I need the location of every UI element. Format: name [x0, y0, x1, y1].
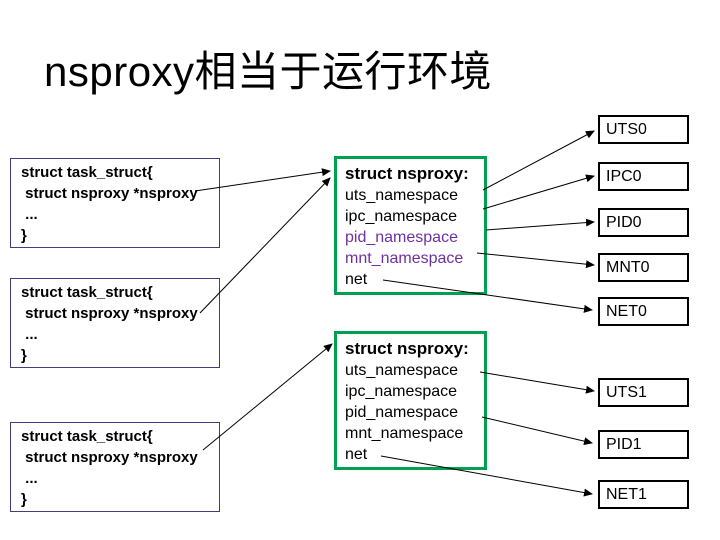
code-line: struct task_struct{ [21, 284, 153, 301]
code-line: struct task_struct{ [21, 164, 153, 181]
arrow-uts-to-uts1 [479, 371, 595, 394]
namespace-box-ipc0: IPC0 [598, 162, 689, 191]
code-line: } [21, 227, 27, 244]
namespace-box-mnt0: MNT0 [598, 253, 689, 282]
nsproxy-header: struct nsproxy: [345, 164, 469, 183]
namespace-box-net1: NET1 [598, 480, 689, 509]
code-line: struct nsproxy *nsproxy [21, 185, 198, 202]
task-struct-box-0: struct task_struct{ struct nsproxy *nspr… [10, 158, 220, 248]
namespace-box-pid0: PID0 [598, 208, 689, 237]
namespace-field-mnt: mnt_namespace [345, 425, 464, 442]
code-line: ... [21, 326, 38, 343]
namespace-box-uts1: UTS1 [598, 378, 689, 407]
code-line: ... [21, 470, 38, 487]
arrow-mnt-to-mnt0 [476, 252, 595, 269]
namespace-field-uts: uts_namespace [345, 187, 458, 204]
namespace-box-pid1: PID1 [598, 430, 689, 459]
arrow-ipc-to-ipc0 [482, 174, 595, 210]
arrow-task2-to-nsproxy1 [202, 343, 333, 451]
arrow-pid-to-pid1 [481, 416, 593, 446]
namespace-field-net: net [345, 446, 368, 463]
nsproxy-header: struct nsproxy: [345, 339, 469, 358]
nsproxy-box-1: struct nsproxy: uts_namespace ipc_namesp… [334, 331, 487, 470]
namespace-field-ipc: ipc_namespace [345, 208, 458, 225]
task-struct-box-2: struct task_struct{ struct nsproxy *nspr… [10, 422, 220, 512]
code-line: struct task_struct{ [21, 428, 153, 445]
namespace-field-ipc: ipc_namespace [345, 383, 458, 400]
arrow-pid-to-pid0 [485, 218, 595, 231]
namespace-field-uts: uts_namespace [345, 362, 458, 379]
code-line: struct nsproxy *nsproxy [21, 305, 198, 322]
code-line: struct nsproxy *nsproxy [21, 449, 198, 466]
task-struct-box-1: struct task_struct{ struct nsproxy *nspr… [10, 278, 220, 368]
namespace-box-uts0: UTS0 [598, 115, 689, 144]
code-line: ... [21, 206, 38, 223]
namespace-field-pid: pid_namespace [345, 404, 458, 421]
arrow-uts-to-uts0 [482, 130, 595, 191]
namespace-field-pid: pid_namespace [345, 229, 458, 246]
namespace-box-net0: NET0 [598, 297, 689, 326]
namespace-field-mnt: mnt_namespace [345, 250, 464, 267]
namespace-field-net: net [345, 271, 368, 288]
slide-title: nsproxy相当于运行环境 [44, 48, 493, 95]
code-line: } [21, 491, 27, 508]
code-line: } [21, 347, 27, 364]
nsproxy-box-0: struct nsproxy: uts_namespace ipc_namesp… [334, 156, 487, 295]
